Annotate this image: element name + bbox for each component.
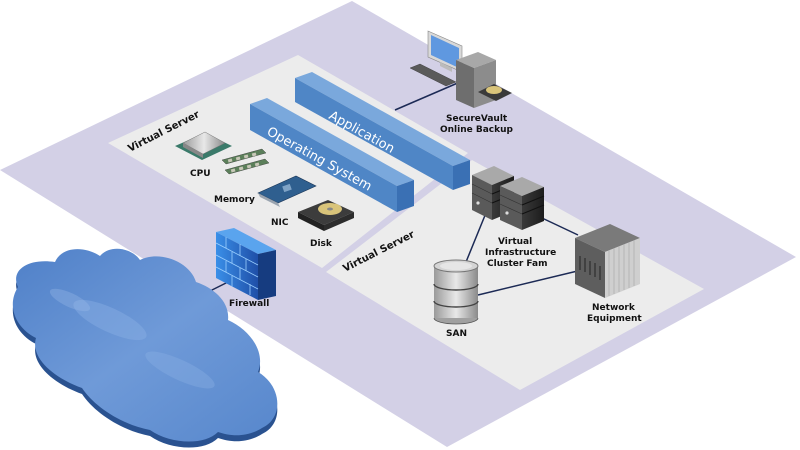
cluster-label-line2: Infrastructure [485, 248, 556, 258]
application-layer-block: Application [295, 72, 470, 190]
connector-cluster-network [541, 217, 579, 236]
hard-disk-icon [298, 200, 354, 231]
network-label-line1: Network [592, 303, 636, 313]
network-card-icon [257, 175, 317, 207]
desktop-computer-icon [409, 30, 512, 108]
network-rack-icon [575, 224, 640, 298]
brick-wall-icon [215, 228, 276, 300]
connector-cluster-san [465, 207, 489, 263]
disk-label: Disk [310, 239, 333, 249]
backup-label-line1: SecureVault [446, 114, 508, 124]
virtual-server-platform-2 [326, 160, 704, 390]
firewall-label: Firewall [229, 299, 269, 309]
memory-label: Memory [214, 195, 255, 205]
virtual-server-platform-1 [108, 55, 468, 268]
connector-san-network [477, 267, 591, 296]
cluster-label-line3: Cluster Fam [487, 259, 548, 269]
cpu-chip-icon [175, 131, 232, 160]
server-tower-icon [471, 166, 545, 230]
backup-label-line2: Online Backup [440, 125, 514, 135]
network-label-line2: Equipment [587, 314, 642, 324]
nic-label: NIC [271, 218, 289, 228]
cloud-icon [12, 248, 278, 448]
cluster-label-line1: Virtual [498, 237, 532, 247]
connector-application-backup [394, 81, 461, 111]
memory-module-icon [221, 148, 270, 175]
cpu-label: CPU [190, 169, 211, 179]
san-label: SAN [446, 329, 467, 339]
database-cylinder-icon [433, 259, 479, 325]
